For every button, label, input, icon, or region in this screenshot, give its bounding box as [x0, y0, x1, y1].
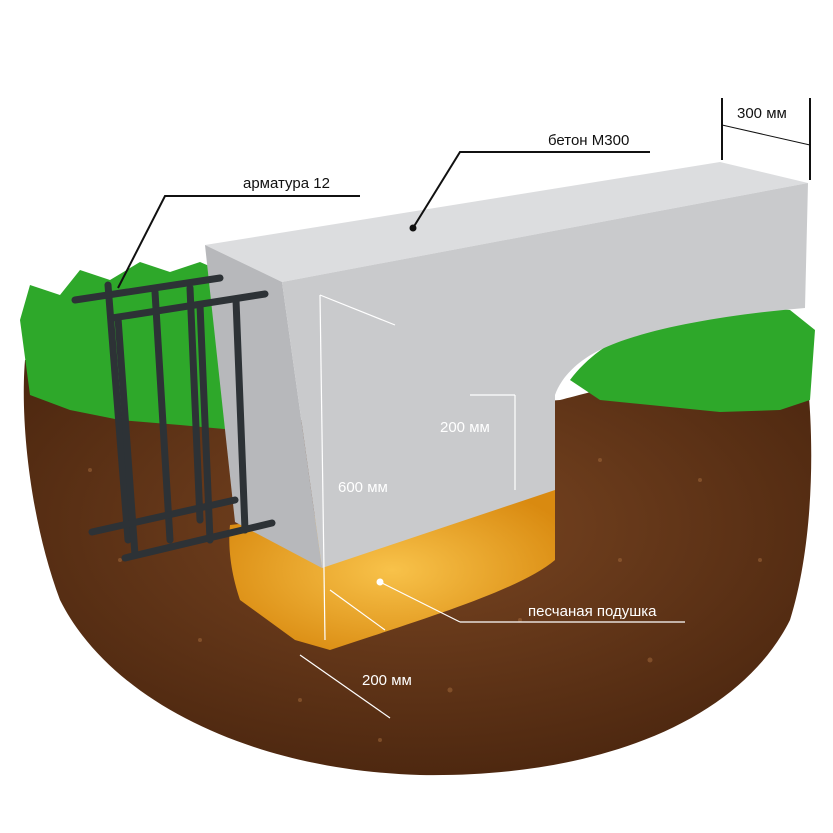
label-rebar: арматура 12	[243, 175, 330, 192]
rebar-cage	[71, 274, 276, 562]
label-sand-thickness: 200 мм	[362, 672, 412, 689]
concrete-front-face	[282, 183, 808, 568]
label-width: 300 мм	[737, 105, 787, 122]
label-sand-cushion: песчаная подушка	[528, 603, 657, 620]
label-concrete: бетон М300	[548, 132, 629, 149]
leader-lines	[117, 98, 811, 289]
dimension-lines	[299, 294, 685, 719]
concrete-pointer-dot	[409, 224, 417, 232]
label-height: 600 мм	[338, 479, 388, 496]
grass-right	[570, 305, 815, 412]
sand-pointer-dot	[376, 578, 384, 586]
soil-texture	[88, 458, 762, 742]
label-depth-above: 200 мм	[440, 419, 490, 436]
concrete-top-face	[205, 162, 808, 282]
